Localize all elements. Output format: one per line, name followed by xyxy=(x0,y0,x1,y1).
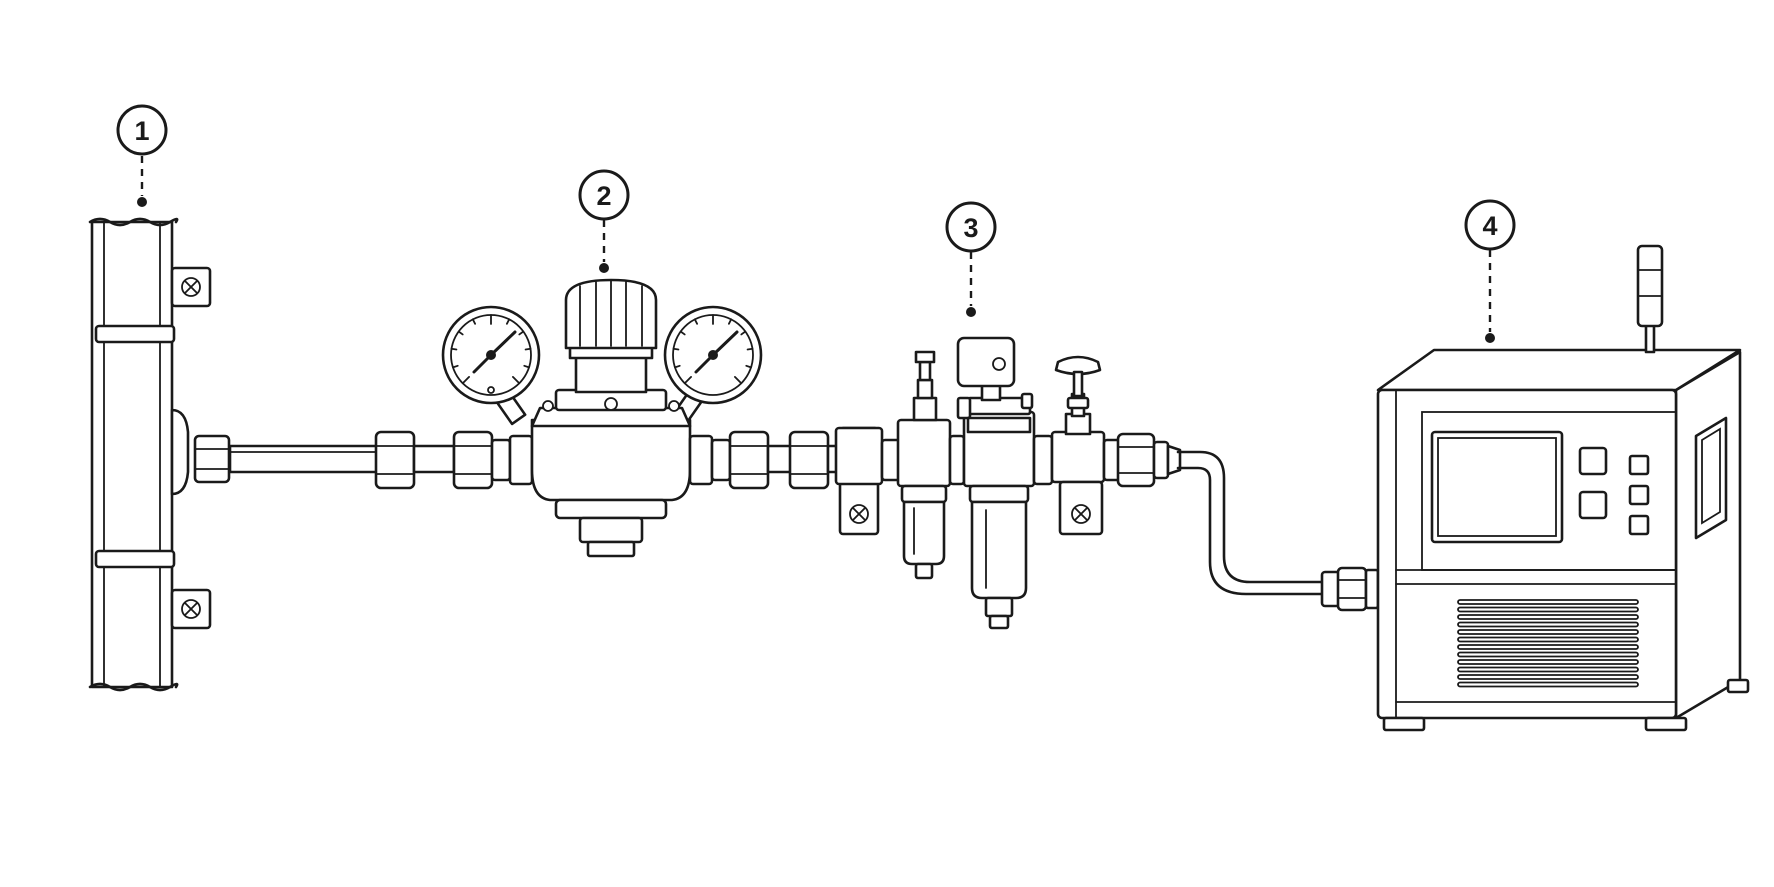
vent-slot xyxy=(1457,644,1639,650)
callout-number: 2 xyxy=(596,181,611,211)
callout-number: 3 xyxy=(963,213,978,243)
mounting-bracket xyxy=(834,426,884,536)
pressure-gauge-inlet xyxy=(441,305,541,405)
gauge-tick xyxy=(450,347,458,351)
gauge-tick xyxy=(518,330,525,336)
vent-slot xyxy=(1457,599,1639,605)
gauge-tick xyxy=(461,376,470,385)
vent-slot xyxy=(1457,621,1639,628)
shutoff-valve xyxy=(1050,355,1106,484)
wall-bracket xyxy=(170,266,212,308)
cabinet-foot xyxy=(1726,678,1750,694)
vent-grille xyxy=(1457,599,1639,688)
vent-slot xyxy=(1457,614,1639,620)
callout-1: 1 xyxy=(116,104,168,207)
pipe-clamp xyxy=(94,549,176,569)
signal-tower-light xyxy=(1636,244,1664,354)
main-supply-pipe xyxy=(88,217,212,692)
flexible-hose xyxy=(1176,450,1380,612)
gauge-tick xyxy=(457,330,464,336)
solenoid-coil xyxy=(956,336,1016,402)
vent-slot xyxy=(1457,674,1639,680)
callout-number: 1 xyxy=(134,116,149,146)
pipe-fittings-middle xyxy=(728,430,842,490)
vent-slot xyxy=(1457,666,1639,673)
callout-number: 4 xyxy=(1482,211,1497,241)
vent-slot xyxy=(1457,651,1639,658)
pipe-clamp xyxy=(94,324,176,344)
vent-slot xyxy=(1457,606,1639,613)
filter-regulator-unit xyxy=(834,336,1182,630)
gauge-tick xyxy=(471,318,477,325)
callout-4: 4 xyxy=(1464,199,1516,343)
vent-slot xyxy=(1457,636,1639,643)
callout-3: 3 xyxy=(945,201,997,317)
pressure-regulator xyxy=(441,278,763,558)
gauge-tick xyxy=(727,318,733,325)
mounting-bracket xyxy=(1058,480,1104,536)
gauge-tick xyxy=(512,376,521,385)
gauge-tick xyxy=(734,376,743,385)
control-button xyxy=(1578,490,1608,520)
control-button xyxy=(1578,446,1608,476)
display-screen xyxy=(1430,430,1564,544)
gauge-tick xyxy=(740,330,747,336)
gauge-tick xyxy=(505,318,511,325)
control-button xyxy=(1628,454,1650,476)
gauge-tick xyxy=(746,347,754,351)
gauge-tick xyxy=(523,364,530,369)
gauge-tick xyxy=(679,330,686,336)
callout-2: 2 xyxy=(578,169,630,273)
branch-pipe xyxy=(193,434,380,484)
pipe-fittings-left xyxy=(374,430,534,490)
gauge-tick xyxy=(745,364,752,369)
cabinet-foot xyxy=(1382,716,1426,732)
cabinet-foot xyxy=(1644,716,1688,732)
gauge-tick xyxy=(672,347,680,351)
gauge-tick xyxy=(524,347,532,351)
control-button xyxy=(1628,484,1650,506)
gauge-tick xyxy=(452,364,459,369)
wall-bracket xyxy=(170,588,212,630)
vent-slot xyxy=(1457,681,1639,688)
adjustment-knob xyxy=(564,278,658,350)
control-button xyxy=(1628,514,1650,536)
hex-fitting xyxy=(193,434,231,484)
pressure-gauge-outlet xyxy=(663,305,763,405)
vent-slot xyxy=(1457,659,1639,665)
gauge-tick xyxy=(683,376,692,385)
gauge-tick xyxy=(693,318,699,325)
side-window xyxy=(1694,416,1728,540)
equipment-cabinet xyxy=(1376,244,1750,732)
gauge-tick xyxy=(674,364,681,369)
vent-slot xyxy=(1457,629,1639,635)
